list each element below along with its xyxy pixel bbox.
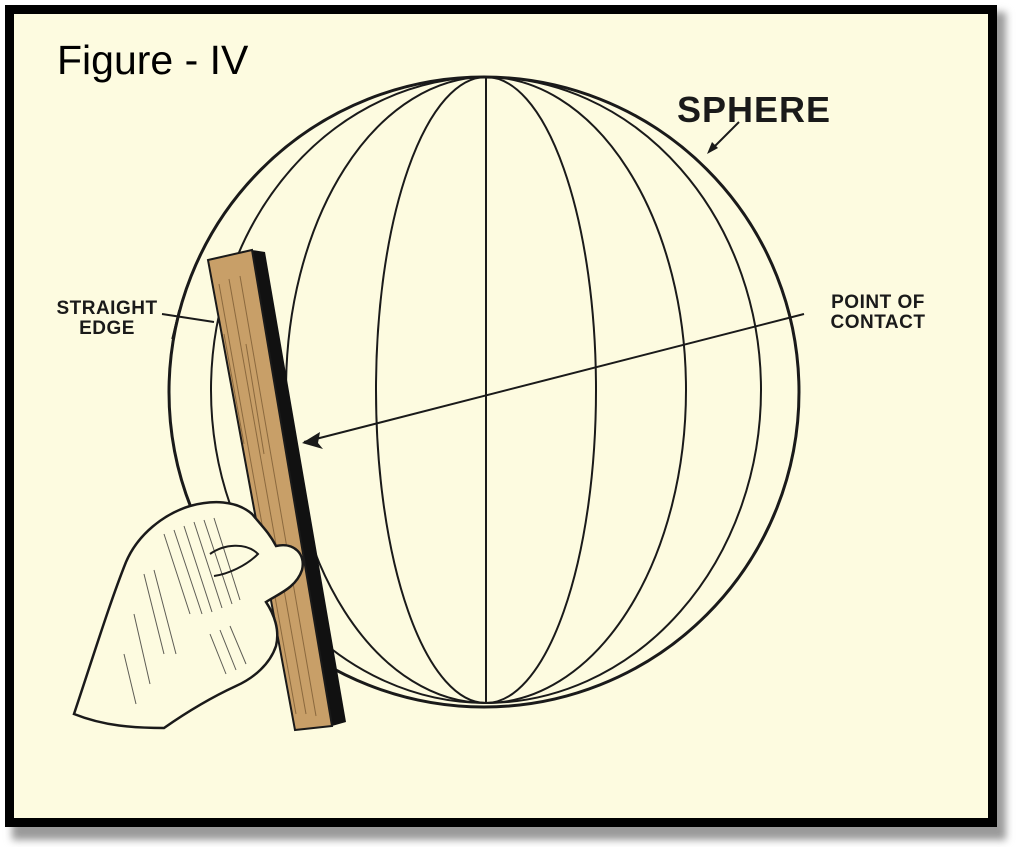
point-of-contact-label-line2: CONTACT — [830, 311, 926, 333]
ruler-dark-side — [252, 250, 346, 726]
hand-shading — [123, 517, 247, 705]
ruler-grain — [218, 275, 317, 717]
sphere-label: SPHERE — [677, 89, 832, 130]
sphere-leader-line — [711, 121, 740, 150]
figure-title: Figure - IV — [57, 37, 249, 83]
figure-frame: Figure - IV SPHERE STRAIGHT EDGE POINT O… — [5, 5, 997, 827]
straight-edge-leader-line — [161, 313, 215, 323]
straight-edge-label-line1: STRAIGHT — [56, 298, 158, 319]
point-of-contact-label-line1: POINT OF — [831, 292, 925, 313]
straight-edge-tick — [171, 309, 180, 340]
point-of-contact-label: POINT OF CONTACT — [814, 293, 942, 333]
sphere-leader-arrowhead — [707, 142, 718, 154]
hand-thumb — [209, 544, 260, 577]
sphere-diagram — [72, 75, 805, 732]
contact-arrowhead — [302, 432, 323, 449]
hand-outline — [72, 501, 305, 730]
contact-diameter-line — [303, 313, 805, 443]
straight-edge-label-line2: EDGE — [79, 317, 135, 339]
straight-edge-label: STRAIGHT EDGE — [47, 299, 167, 339]
hand-illustration — [72, 501, 305, 730]
